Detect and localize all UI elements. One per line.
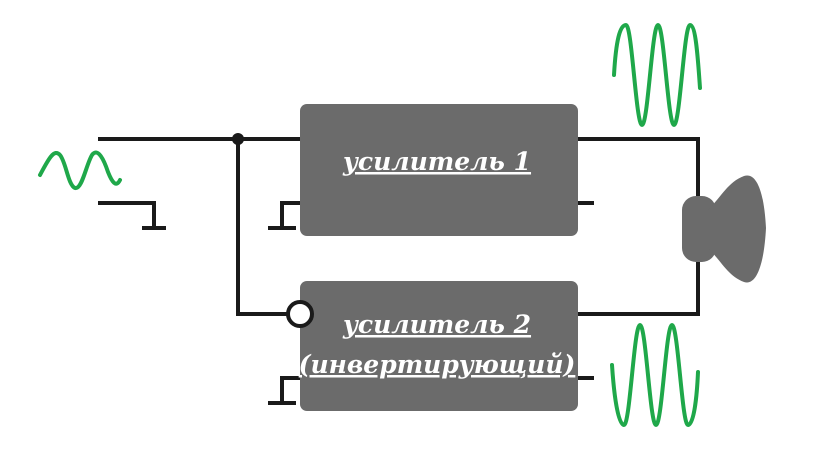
amplifier-2-box <box>300 281 578 411</box>
output-wave-top <box>612 23 702 127</box>
input-signal-wave <box>38 150 122 190</box>
amplifier-1-box <box>300 104 578 236</box>
amplifier-2-sublabel: (инвертирующий) <box>299 350 576 379</box>
inverting-input-bubble <box>286 300 314 328</box>
output-wave-bottom <box>610 323 700 427</box>
speaker-icon <box>682 175 766 283</box>
amplifier-1-label: усилитель 1 <box>342 147 531 176</box>
amplifier-2-label: усилитель 2 <box>342 310 531 339</box>
